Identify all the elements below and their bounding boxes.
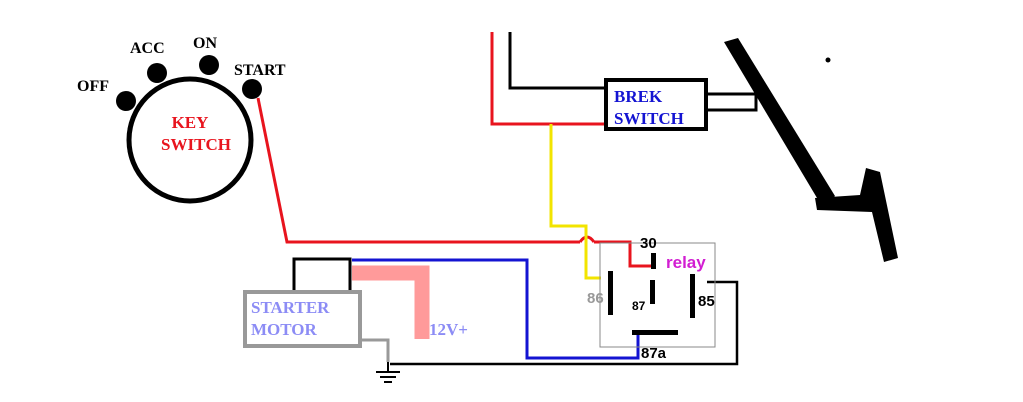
starter-motor-solenoid	[292, 257, 352, 294]
terminal-on	[199, 55, 219, 75]
wire-87a-blue	[352, 258, 640, 360]
wire-feed-black	[508, 32, 612, 90]
relay-outline	[599, 242, 716, 348]
wire-85-ground	[390, 280, 739, 366]
pedal-dot	[825, 57, 831, 63]
relay-pin-87-blade	[650, 280, 655, 304]
wire-feed-red	[490, 32, 612, 126]
brake-switch-body	[604, 78, 708, 131]
key-switch-body	[126, 76, 254, 204]
relay: relay 30 86 87 85 87a	[587, 235, 716, 362]
wire-start-red-2	[594, 240, 652, 268]
key-switch: OFF ACC ON START KEY SWITCH	[77, 35, 286, 204]
wire-brake-yellow	[549, 124, 601, 280]
relay-title: relay	[666, 253, 706, 272]
brake-pedal-arm	[724, 38, 835, 208]
starter-motor: STARTER MOTOR	[243, 257, 362, 348]
brake-switch-label-2: SWITCH	[614, 109, 684, 128]
relay-pin-30-blade	[651, 253, 656, 269]
ground-symbol	[376, 362, 400, 383]
brake-pedal-pad	[815, 168, 898, 262]
wire-start-red	[256, 97, 580, 244]
relay-pin-85-blade	[690, 274, 695, 318]
starter-motor-label-1: STARTER	[251, 298, 330, 317]
starter-motor-label-2: MOTOR	[251, 320, 318, 339]
key-switch-label-1: KEY	[172, 113, 209, 132]
key-switch-label-2: SWITCH	[161, 135, 231, 154]
relay-pin-87a-label: 87a	[641, 345, 667, 362]
relay-pin-30-label: 30	[640, 235, 657, 252]
label-off: OFF	[77, 78, 109, 95]
starter-motor-body	[243, 290, 362, 348]
brake-switch-plunger	[704, 92, 758, 112]
label-on: ON	[193, 35, 217, 52]
terminal-off	[116, 91, 136, 111]
brake-switch-label-1: BREK	[614, 87, 663, 106]
terminal-acc	[147, 63, 167, 83]
relay-pin-86-label: 86	[587, 290, 604, 307]
brake-switch: BREK SWITCH	[604, 78, 758, 131]
label-acc: ACC	[130, 40, 165, 57]
wire-starter-ground	[361, 338, 390, 362]
terminal-start	[242, 79, 262, 99]
relay-pin-86-blade	[608, 271, 613, 315]
brake-pedal	[724, 38, 898, 262]
relay-pin-87-label: 87	[632, 299, 646, 313]
battery-label: 12V+	[429, 320, 468, 339]
relay-pin-87a-blade	[632, 330, 678, 335]
relay-pin-85-label: 85	[698, 293, 715, 310]
label-start: START	[234, 62, 286, 79]
wire-battery-pink	[352, 265, 430, 339]
